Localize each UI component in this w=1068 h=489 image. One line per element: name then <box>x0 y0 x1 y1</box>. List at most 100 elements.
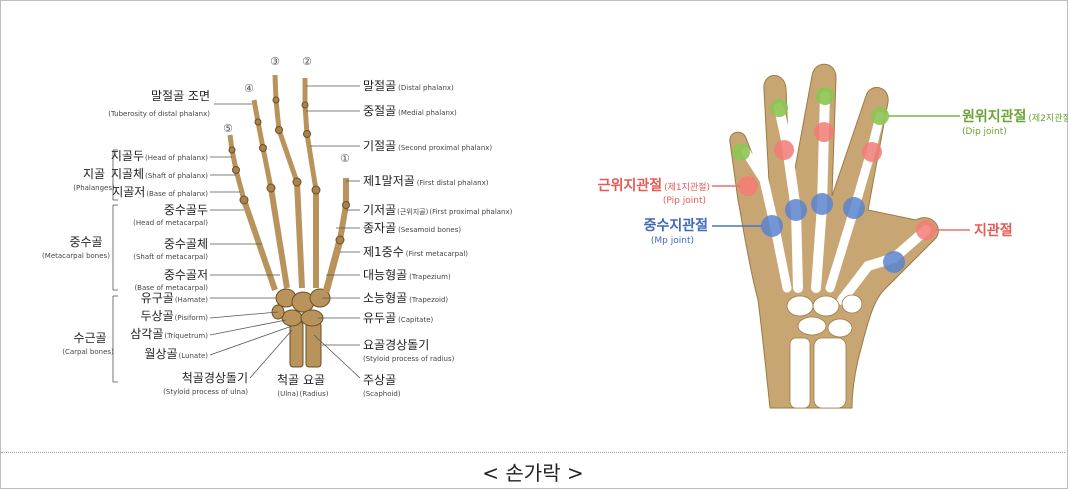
label-medial-ko: 중절골 <box>363 104 396 118</box>
svg-text:두상골(Pisiform): 두상골(Pisiform) <box>140 309 208 323</box>
svg-text:지골저(Base of phalanx): 지골저(Base of phalanx) <box>112 185 208 199</box>
label-styloid-radius-en: (Styloid process of radius) <box>363 355 455 363</box>
label-head-meta-en: (Head of metacarpal) <box>133 219 208 227</box>
label-base-phal-en: (Base of phalanx) <box>146 190 208 198</box>
svg-text:제1말저골(First distal phalanx): 제1말저골(First distal phalanx) <box>363 174 489 188</box>
svg-text:삼각골(Triquetrum): 삼각골(Triquetrum) <box>130 327 208 341</box>
label-trapezoid-en: (Trapezoid) <box>409 296 448 304</box>
label-trapezoid-ko: 소능형골 <box>363 291 407 305</box>
group-carpal-ko: 수근골 <box>73 331 106 345</box>
label-shaft-meta-ko: 중수골체 <box>164 237 208 251</box>
label-trapezium-ko: 대능형골 <box>363 268 407 282</box>
label-shaft-phal-ko: 지골체 <box>111 167 144 181</box>
label-pip-paren: (제1지관절) <box>664 181 710 193</box>
label-scaphoid-en: (Scaphoid) <box>363 390 401 398</box>
svg-text:기절골(Second proximal phalanx): 기절골(Second proximal phalanx) <box>363 139 492 153</box>
label-radius-ko: 요골 <box>303 373 325 387</box>
skeleton-labels-left: 말절골 조면 (Tuberosity of distal phalanx) 지골… <box>108 89 248 396</box>
finger-number-2: ② <box>302 55 312 68</box>
svg-text:종자골(Sesamoid bones): 종자골(Sesamoid bones) <box>363 221 461 235</box>
label-dip-en: (Dip joint) <box>962 127 1007 137</box>
svg-text:지골두(Head of phalanx): 지골두(Head of phalanx) <box>111 149 208 163</box>
label-base-phal-ko: 지골저 <box>112 185 145 199</box>
label-triquetrum-ko: 삼각골 <box>130 327 163 341</box>
label-tuberosity-en: (Tuberosity of distal phalanx) <box>108 110 210 118</box>
label-head-phal-ko: 지골두 <box>111 149 144 163</box>
svg-text:중절골(Medial phalanx): 중절골(Medial phalanx) <box>363 104 457 118</box>
skeleton-labels-right: 말절골(Distal phalanx) 중절골(Medial phalanx) … <box>363 79 513 398</box>
joint-hand <box>712 64 970 408</box>
label-first-distal-ko: 제1말저골 <box>363 174 415 188</box>
group-carpal-en: (Carpal bones) <box>62 348 114 356</box>
label-mp-ko: 중수지관절 <box>644 217 708 234</box>
label-capitate-en: (Capitate) <box>398 316 433 324</box>
label-trapezium-en: (Trapezium) <box>409 273 451 281</box>
label-pip-en: (Pip joint) <box>663 196 706 206</box>
label-mp-en: (Mp joint) <box>651 236 694 246</box>
skeleton-hand <box>229 75 350 367</box>
label-ip-ko: 지관절 <box>974 222 1013 239</box>
label-ulna-en: (Ulna) <box>277 390 299 398</box>
svg-text:대능형골(Trapezium): 대능형골(Trapezium) <box>363 268 451 282</box>
label-pip-ko: 근위지관절 <box>598 177 662 194</box>
label-first-prox-ko: 기저골 <box>363 203 396 217</box>
label-head-phal-en: (Head of phalanx) <box>145 154 208 162</box>
label-radius-en: (Radius) <box>300 390 329 398</box>
forearm-labels: 척골 (Ulna) 요골 (Radius) <box>277 373 329 398</box>
svg-text:월상골(Lunate): 월상골(Lunate) <box>144 347 208 361</box>
group-metacarpal-ko: 중수골 <box>69 235 102 249</box>
label-shaft-meta-en: (Shaft of metacarpal) <box>133 253 208 261</box>
label-hamate-ko: 유구골 <box>141 291 174 305</box>
label-styloid-radius-ko: 요골경상돌기 <box>363 338 429 352</box>
label-dip-paren: (제2지관절) <box>1028 112 1068 124</box>
label-first-prox-en: (First proximal phalanx) <box>429 208 512 216</box>
label-sesamoid-ko: 종자골 <box>363 221 396 235</box>
label-sesamoid-en: (Sesamoid bones) <box>398 226 461 234</box>
label-first-meta-en: (First metacarpal) <box>406 250 469 258</box>
label-styloid-ulna-ko: 척골경상돌기 <box>182 371 248 385</box>
svg-text:원위지관절(제2지관절): 원위지관절(제2지관절) <box>962 108 1068 125</box>
label-base-meta-ko: 중수골저 <box>164 268 208 282</box>
label-distal-ko: 말절골 <box>363 79 396 93</box>
label-triquetrum-en: (Triquetrum) <box>164 332 208 340</box>
label-distal-en: (Distal phalanx) <box>398 84 454 92</box>
finger-number-1: ① <box>340 152 350 165</box>
svg-text:기저골(근위지골)(First proximal phala: 기저골(근위지골)(First proximal phalanx) <box>363 203 513 217</box>
svg-text:유두골(Capitate): 유두골(Capitate) <box>363 311 434 325</box>
svg-text:지골체(Shaft of phalanx): 지골체(Shaft of phalanx) <box>111 167 208 181</box>
label-first-prox-paren: (근위지골) <box>397 207 428 216</box>
finger-number-4: ④ <box>244 82 254 95</box>
svg-text:제1중수(First metacarpal): 제1중수(First metacarpal) <box>363 245 468 259</box>
label-medial-en: (Medial phalanx) <box>398 109 457 117</box>
svg-text:소능형골(Trapezoid): 소능형골(Trapezoid) <box>363 291 448 305</box>
svg-text:말절골(Distal phalanx): 말절골(Distal phalanx) <box>363 79 454 93</box>
figure-caption: < 손가락 > <box>0 457 1066 486</box>
group-labels: 지골 (Phalanges) 중수골 (Metacarpal bones) 수근… <box>42 167 115 356</box>
label-first-distal-en: (First distal phalanx) <box>417 179 489 187</box>
finger-number-3: ③ <box>270 55 280 68</box>
label-dip-ko: 원위지관절 <box>962 108 1026 125</box>
group-phalanges-en: (Phalanges) <box>73 184 115 192</box>
label-pisiform-ko: 두상골 <box>140 309 173 323</box>
label-lunate-ko: 월상골 <box>144 347 177 361</box>
label-tuberosity-ko: 말절골 조면 <box>151 89 210 103</box>
label-capitate-ko: 유두골 <box>363 311 396 325</box>
label-styloid-ulna-en: (Styloid process of ulna) <box>163 388 248 396</box>
group-phalanges-ko: 지골 <box>83 167 105 181</box>
label-hamate-en: (Hamate) <box>175 296 208 304</box>
svg-text:유구골(Hamate): 유구골(Hamate) <box>141 291 209 305</box>
finger-number-5: ⑤ <box>223 122 233 135</box>
label-pisiform-en: (Pisiform) <box>175 314 209 322</box>
label-second-prox-ko: 기절골 <box>363 139 396 153</box>
label-ulna-ko: 척골 <box>277 373 299 387</box>
label-second-prox-en: (Second proximal phalanx) <box>398 144 492 152</box>
label-shaft-phal-en: (Shaft of phalanx) <box>145 172 208 180</box>
label-head-meta-ko: 중수골두 <box>164 203 208 217</box>
group-metacarpal-en: (Metacarpal bones) <box>42 252 110 260</box>
caption-divider <box>1 452 1065 453</box>
label-first-meta-ko: 제1중수 <box>363 245 404 259</box>
label-scaphoid-ko: 주상골 <box>363 373 396 387</box>
svg-text:근위지관절(제1지관절): 근위지관절(제1지관절) <box>598 177 710 194</box>
label-lunate-en: (Lunate) <box>179 352 209 360</box>
